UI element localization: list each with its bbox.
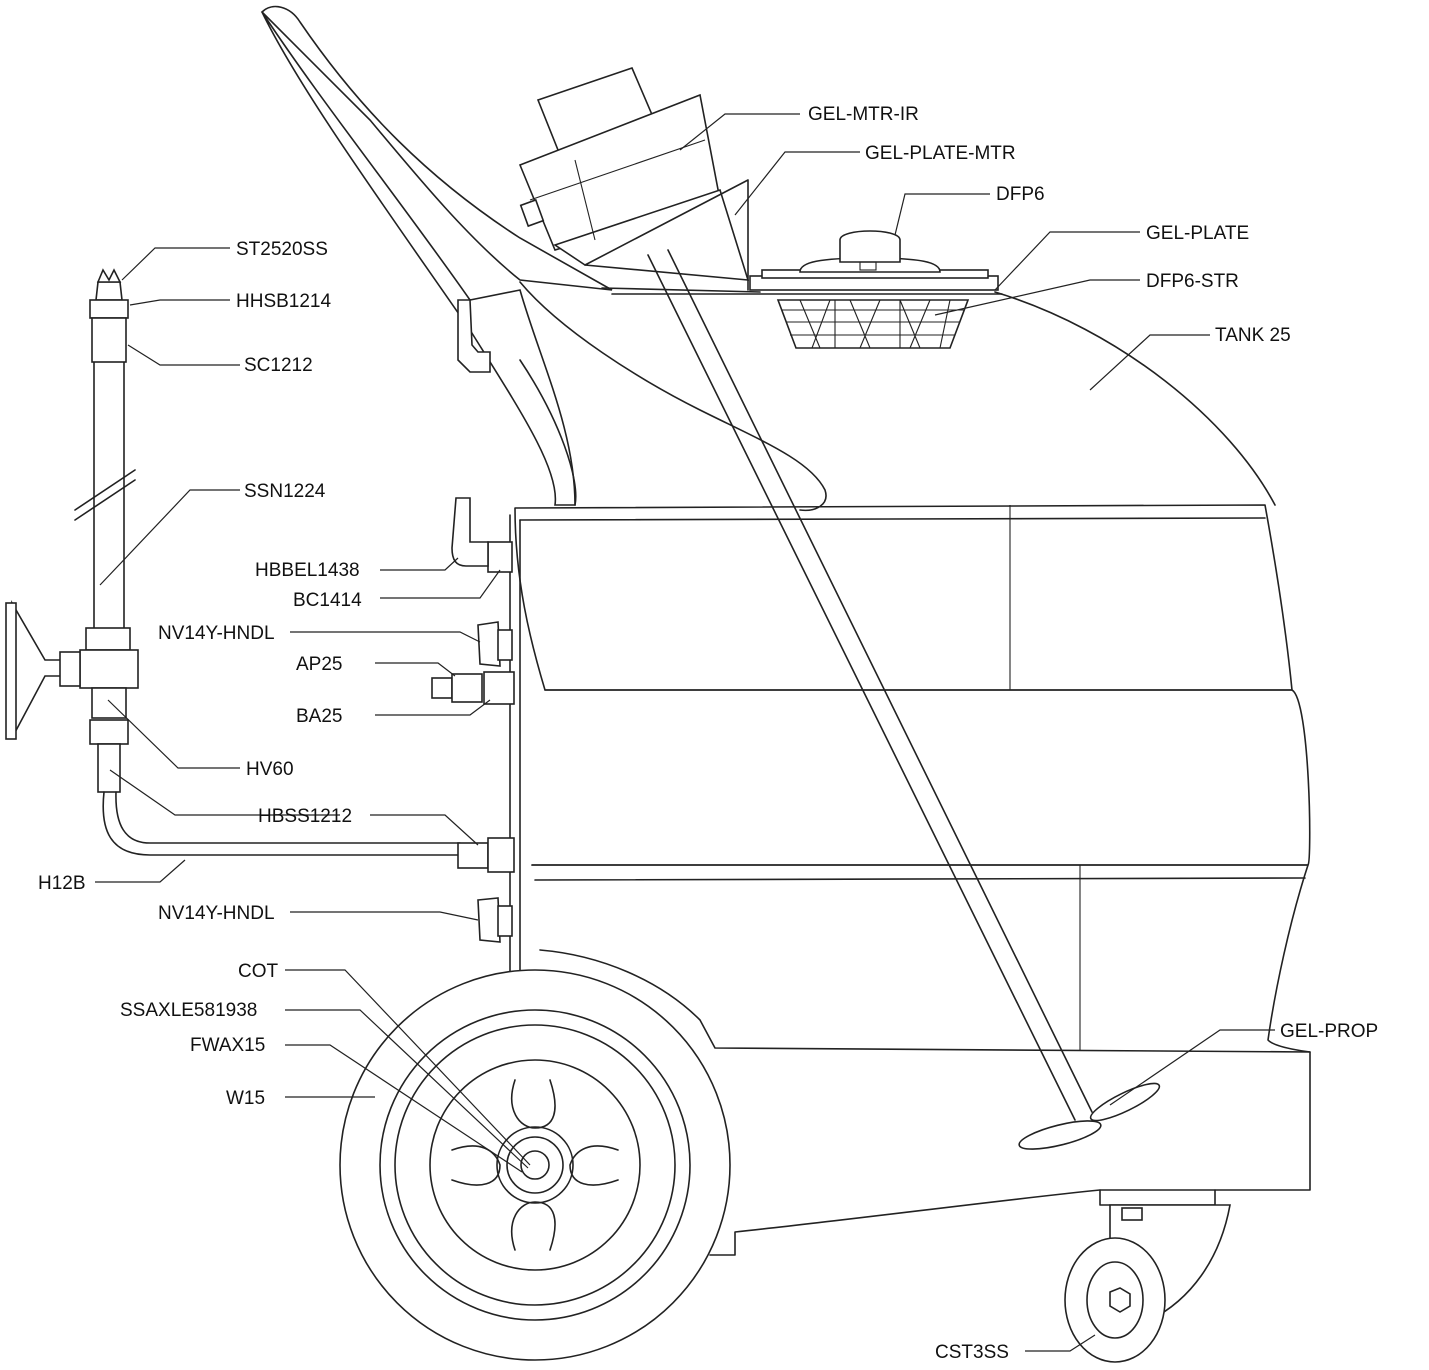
label-bc1414: BC1414 xyxy=(293,590,362,611)
handle xyxy=(260,5,613,291)
label-nv14y-hndl-lower: NV14Y-HNDL xyxy=(158,903,275,924)
motor-plate xyxy=(584,179,749,291)
label-ssaxle581938: SSAXLE581938 xyxy=(120,1000,257,1021)
needle-valve-lower xyxy=(477,897,513,943)
label-cot: COT xyxy=(238,961,279,982)
tank-band-1 xyxy=(514,504,1293,691)
label-w15: W15 xyxy=(226,1088,265,1109)
motor xyxy=(518,67,750,281)
label-ap25: AP25 xyxy=(296,654,342,675)
wand-assembly xyxy=(5,268,461,856)
hose-barb xyxy=(457,837,515,873)
part-labels: GEL-MTR-IR GEL-PLATE-MTR DFP6 GEL-PLATE … xyxy=(38,104,1378,1363)
label-st2520ss: ST2520SS xyxy=(236,239,328,260)
air-plug xyxy=(431,671,515,705)
main-wheel xyxy=(339,969,731,1361)
needle-valve-upper xyxy=(477,621,513,667)
mixer-shaft xyxy=(647,249,1093,1121)
machine-drawing xyxy=(5,5,1311,1363)
label-gel-plate-mtr: GEL-PLATE-MTR xyxy=(865,143,1016,164)
caster xyxy=(1064,1204,1231,1363)
label-nv14y-hndl-upper: NV14Y-HNDL xyxy=(158,623,275,644)
label-cst3ss: CST3SS xyxy=(935,1342,1009,1363)
label-hhsb1214: HHSB1214 xyxy=(236,291,331,312)
label-gel-mtr-ir: GEL-MTR-IR xyxy=(808,104,919,125)
label-gel-prop: GEL-PROP xyxy=(1280,1021,1378,1042)
label-hbss1212: HBSS1212 xyxy=(258,806,352,827)
label-ssn1224: SSN1224 xyxy=(244,481,326,502)
label-hv60: HV60 xyxy=(246,759,294,780)
label-h12b: H12B xyxy=(38,873,86,894)
label-dfp6-str: DFP6-STR xyxy=(1146,271,1239,292)
label-tank-25: TANK 25 xyxy=(1215,325,1291,346)
label-fwax15: FWAX15 xyxy=(190,1035,265,1056)
label-sc1212: SC1212 xyxy=(244,355,313,376)
label-ba25: BA25 xyxy=(296,706,342,727)
label-dfp6: DFP6 xyxy=(996,184,1045,205)
hose-barb-elbow xyxy=(451,299,513,573)
leader-lines xyxy=(95,113,1275,1352)
label-gel-plate: GEL-PLATE xyxy=(1146,223,1249,244)
propeller xyxy=(1018,1082,1161,1150)
tank-dome xyxy=(601,287,1276,506)
fill-plate xyxy=(749,230,999,291)
strainer xyxy=(776,299,970,349)
tank-band-2 xyxy=(531,689,1311,866)
label-hbbel1438: HBBEL1438 xyxy=(255,560,360,581)
